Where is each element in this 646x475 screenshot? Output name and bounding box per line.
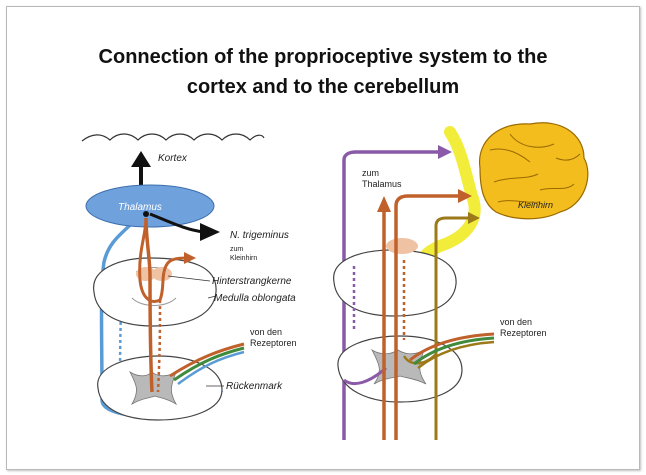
trigeminus-arrow — [200, 223, 220, 241]
right-diagram: zum Thalamus Kleinhirn von den Rezeptore… — [334, 123, 588, 440]
arrow-to-cortex-head — [131, 151, 151, 167]
label-rezeptoren-right: Rezeptoren — [500, 328, 547, 338]
label-hinterstrangkerne: Hinterstrangkerne — [212, 276, 292, 287]
label-zum-right: zum — [362, 168, 379, 178]
label-kleinhirn-right: Kleinhirn — [518, 200, 553, 210]
cortex-outline — [82, 134, 264, 141]
medulla-section — [94, 258, 216, 326]
nucleus-right — [386, 238, 418, 254]
label-rezeptoren-left: Rezeptoren — [250, 338, 297, 348]
label-kortex: Kortex — [158, 153, 188, 164]
label-von-den-right: von den — [500, 317, 532, 327]
label-medulla: Medulla oblongata — [214, 293, 296, 304]
orange-pathway-right-2 — [396, 196, 460, 440]
label-thalamus-right: Thalamus — [362, 179, 402, 189]
orange-arrow-up-right — [377, 196, 391, 212]
label-von-den-left: von den — [250, 327, 282, 337]
label-zum-left: zum — [230, 246, 243, 253]
label-rueckenmark: Rückenmark — [226, 381, 283, 392]
label-thalamus: Thalamus — [118, 202, 162, 213]
label-trigeminus: N. trigeminus — [230, 230, 289, 241]
purple-arrow-head — [438, 145, 452, 159]
label-kleinhirn-left: Kleinhirn — [230, 255, 257, 262]
left-diagram: Kortex Thalamus N. trigeminus zum Kleinh… — [82, 134, 297, 420]
